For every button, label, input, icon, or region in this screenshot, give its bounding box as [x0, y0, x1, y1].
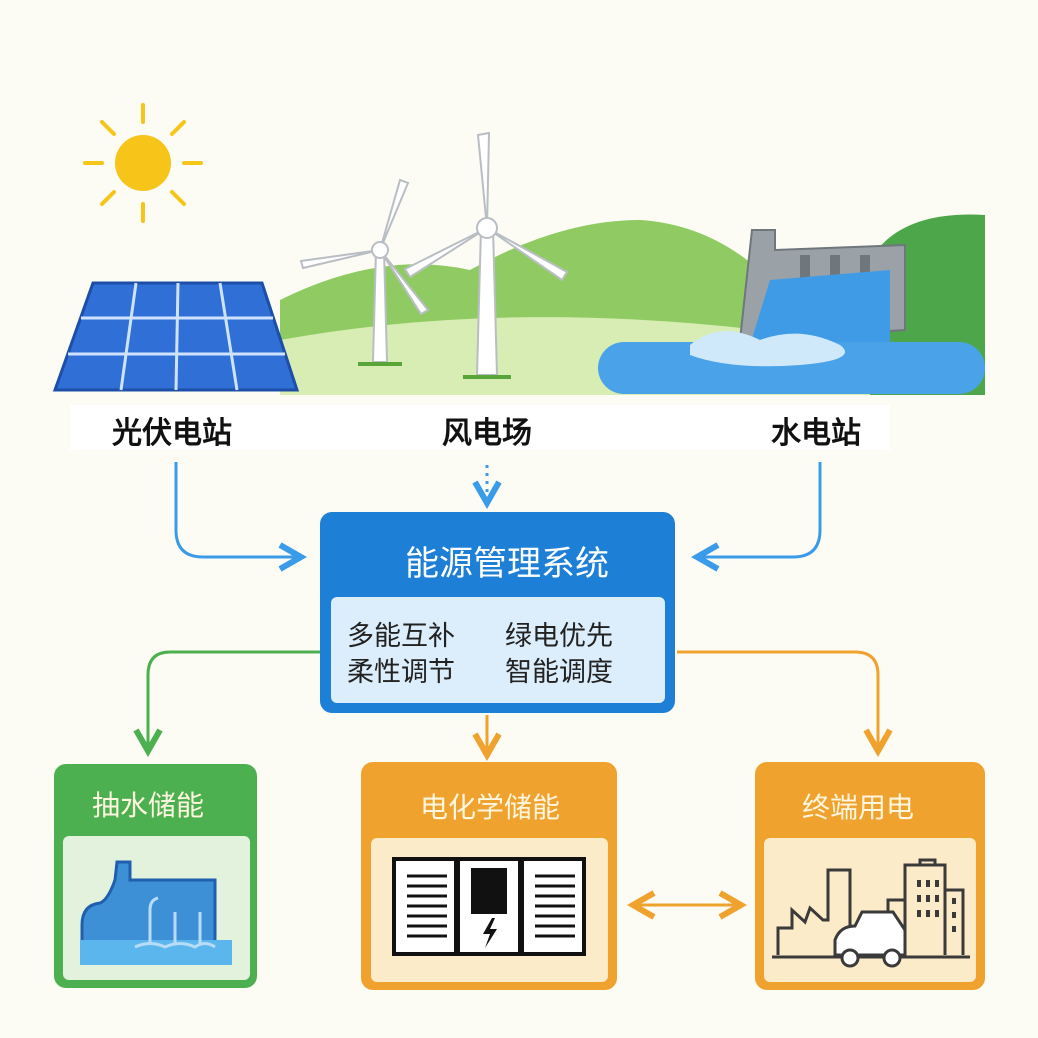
end-use-title: 终端用电	[802, 791, 914, 824]
energy-management-system: 能源管理系统 多能互补 绿电优先 柔性调节 智能调度	[320, 512, 675, 713]
pumped-storage-title: 抽水储能	[92, 789, 204, 822]
ems-feature: 绿电优先	[505, 621, 613, 652]
label-hydro: 水电站	[771, 416, 861, 451]
label-wind: 风电场	[442, 416, 532, 451]
end-use-box: 终端用电	[755, 762, 985, 990]
pumped-storage-box: 抽水储能	[54, 764, 257, 988]
hydro-dam-icon	[598, 214, 985, 395]
label-solar: 光伏电站	[112, 416, 232, 451]
city-factory-car-icon	[772, 858, 970, 968]
source-label-band	[70, 405, 890, 450]
arrow-ems-to-end-use	[677, 650, 878, 748]
ems-title: 能源管理系统	[405, 544, 609, 584]
sun-icon	[83, 103, 203, 223]
ems-feature: 柔性调节	[347, 657, 455, 688]
arrow-hydro-to-ems	[700, 462, 822, 557]
battery-storage-title: 电化学储能	[420, 791, 560, 824]
solar-panel-icon	[52, 281, 300, 392]
pumped-hydro-icon	[80, 860, 232, 965]
ems-feature: 多能互补	[347, 621, 455, 652]
wind-turbine-icon	[299, 178, 430, 366]
arrow-solar-to-ems	[174, 462, 298, 557]
arrow-ems-to-pumped	[148, 650, 320, 748]
battery-storage-box: 电化学储能	[361, 762, 617, 990]
ems-feature: 智能调度	[505, 657, 613, 688]
wind-turbine-icon	[403, 131, 569, 379]
battery-cabinet-icon	[392, 857, 586, 956]
